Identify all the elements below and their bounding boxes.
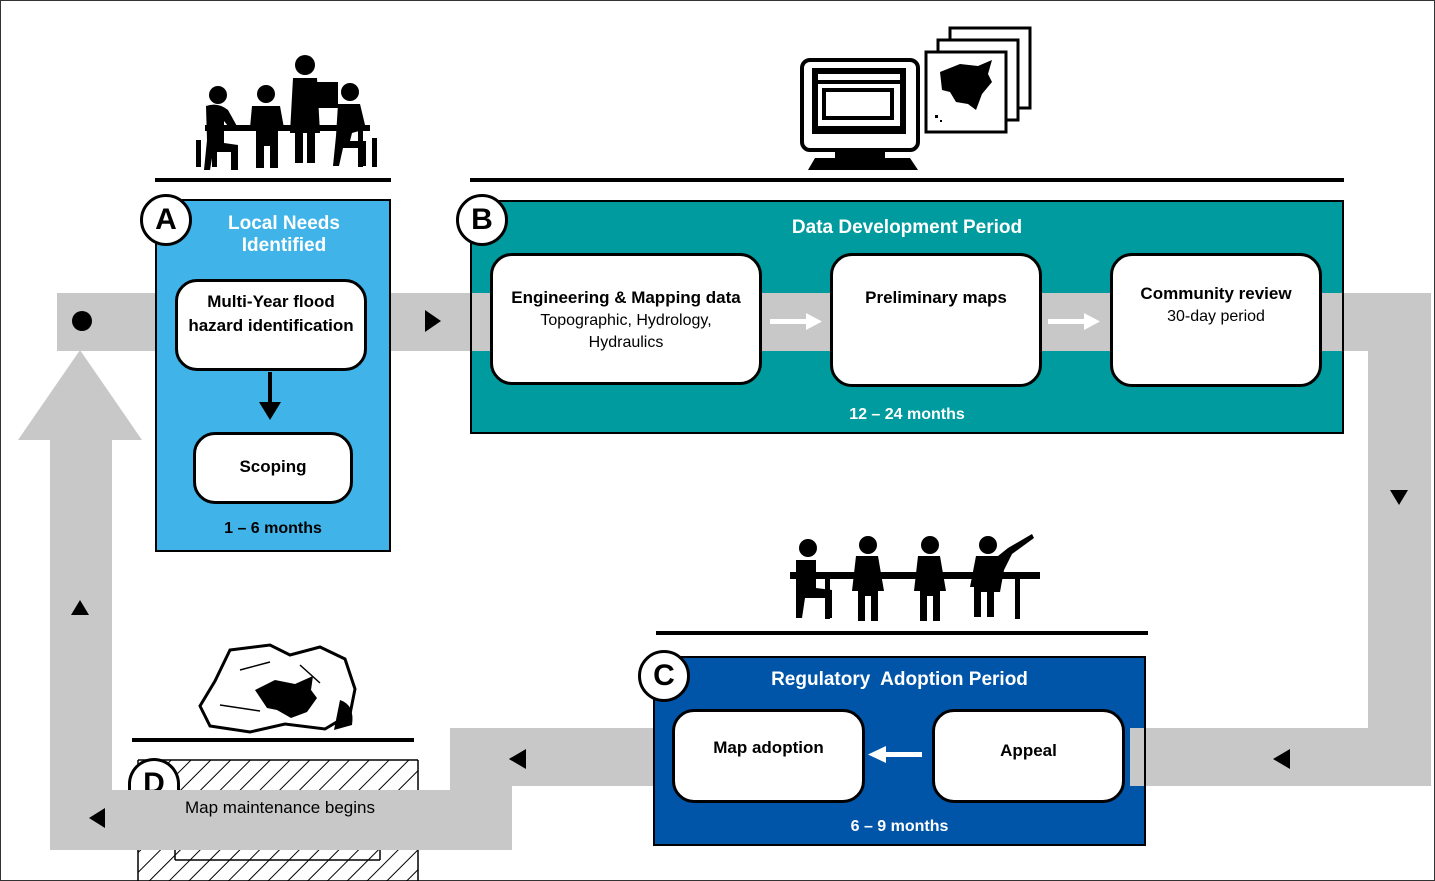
stage-a-badge: A bbox=[140, 194, 192, 246]
band-segment bbox=[512, 728, 653, 786]
multi-year-hazard-box: Multi-Year flood hazard identification bbox=[175, 279, 367, 371]
scoping-box: Scoping bbox=[193, 432, 353, 504]
community-review-box: Community review 30-day period bbox=[1110, 253, 1322, 387]
map-adoption-label: Map adoption bbox=[713, 738, 824, 757]
community-review-title: Community review bbox=[1140, 284, 1292, 303]
stage-b-title: Data Development Period bbox=[791, 217, 1023, 238]
board-meeting-icon bbox=[790, 534, 1040, 621]
computer-monitor-with-maps-icon bbox=[800, 26, 1032, 170]
flow-arrow-right bbox=[425, 310, 441, 332]
flow-arrow-left-2 bbox=[509, 749, 526, 769]
community-review-sub: 30-day period bbox=[1167, 308, 1265, 325]
stage-c-duration: 6 – 9 months bbox=[850, 818, 949, 835]
preliminary-maps-box: Preliminary maps bbox=[830, 253, 1042, 387]
engineering-mapping-box: Engineering & Mapping data Topographic, … bbox=[490, 253, 762, 385]
arrow-down-shaft bbox=[268, 372, 272, 404]
multi-year-hazard-label: Multi-Year flood hazard identification bbox=[188, 292, 354, 335]
appeal-label: Appeal bbox=[1000, 741, 1057, 760]
flow-arrow-down bbox=[1390, 490, 1408, 505]
rule-b bbox=[470, 178, 1344, 182]
engineering-mapping-sub: Topographic, Hydrology, Hydraulics bbox=[540, 312, 712, 351]
appeal-box: Appeal bbox=[932, 709, 1125, 803]
flow-arrow-up bbox=[71, 600, 89, 615]
stage-c-title: Regulatory Adoption Period bbox=[771, 669, 1028, 690]
stage-b-badge: B bbox=[456, 194, 508, 246]
scoping-label: Scoping bbox=[239, 457, 307, 476]
map-adoption-box: Map adoption bbox=[672, 709, 865, 803]
rule-d bbox=[132, 738, 414, 742]
rule-c bbox=[656, 631, 1148, 635]
white-arrows-b bbox=[770, 313, 1100, 330]
crumpled-map-icon bbox=[198, 643, 357, 734]
flow-arrow-left-3 bbox=[89, 808, 105, 828]
start-dot bbox=[72, 311, 92, 331]
band-segment bbox=[1130, 728, 1144, 786]
stage-c-badge: C bbox=[638, 650, 690, 702]
engineering-mapping-title: Engineering & Mapping data bbox=[511, 288, 741, 307]
white-arrow-c bbox=[868, 746, 922, 763]
preliminary-maps-title: Preliminary maps bbox=[865, 288, 1007, 307]
stage-a-title: Local Needs Identified bbox=[228, 213, 340, 256]
arrow-down-head bbox=[259, 402, 281, 420]
band-segment bbox=[57, 293, 155, 351]
flow-arrow-left-1 bbox=[1273, 749, 1290, 769]
map-maintenance-caption: Map maintenance begins bbox=[185, 798, 375, 817]
people-at-table-icon bbox=[196, 55, 377, 170]
stage-b-duration: 12 – 24 months bbox=[849, 406, 965, 423]
rule-a bbox=[155, 178, 391, 182]
stage-a-duration: 1 – 6 months bbox=[224, 520, 322, 537]
